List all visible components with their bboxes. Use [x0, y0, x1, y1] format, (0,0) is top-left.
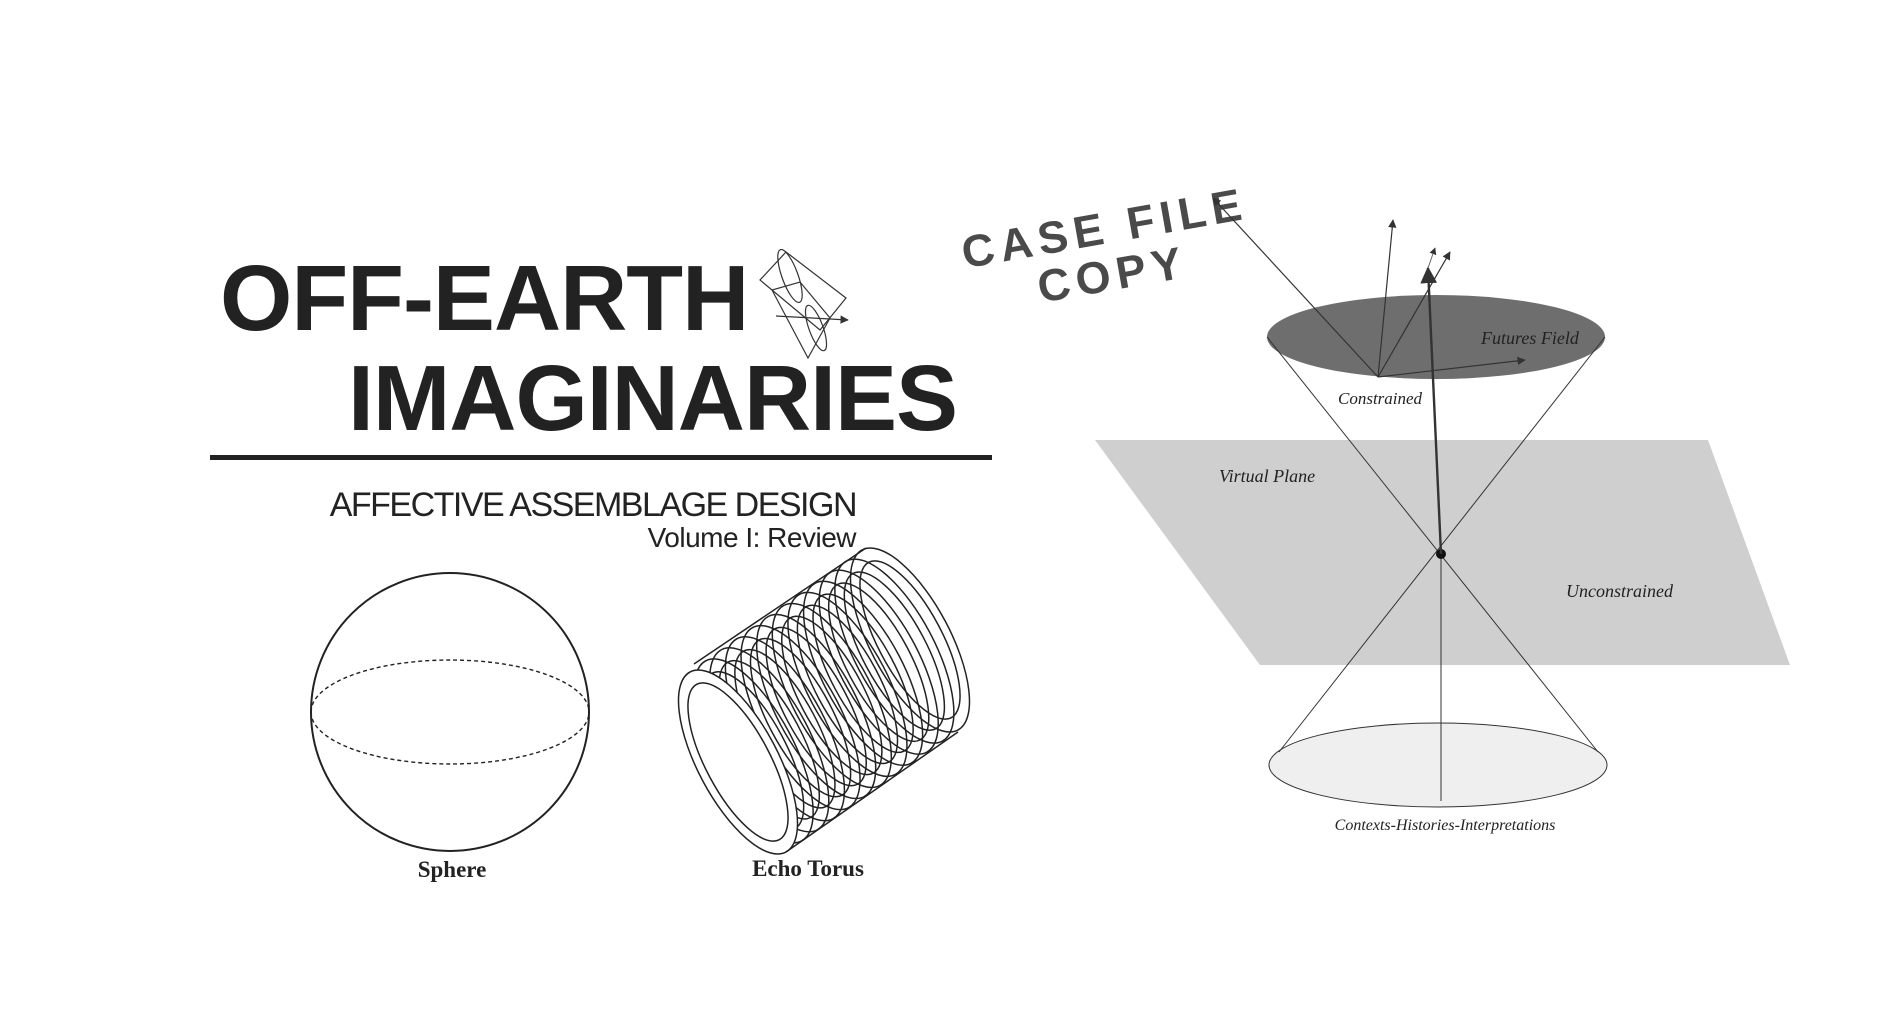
subtitle: AFFECTIVE ASSEMBLAGE DESIGN [329, 486, 858, 524]
torus-ring [771, 602, 893, 789]
sphere-figure [310, 572, 590, 852]
torus-ring [755, 613, 877, 800]
echo-torus-figure [677, 547, 971, 855]
torus-envelope-line [785, 731, 959, 853]
title-line-1: OFF-EARTH [220, 246, 749, 350]
torus-ring [802, 580, 924, 767]
futures-field-label: Futures Field [1480, 328, 1580, 348]
title-divider [210, 455, 992, 460]
volume-label: Volume I: Review [647, 522, 857, 553]
contexts-label: Contexts-Histories-Interpretations [1335, 817, 1556, 834]
torus-envelope-line [693, 547, 867, 665]
cone-icon [759, 248, 849, 360]
contexts-ellipse [1268, 722, 1608, 808]
title-line-2: IMAGINARIES [348, 346, 958, 450]
constrained-label: Constrained [1338, 389, 1423, 408]
echo-torus-label: Echo Torus [752, 856, 864, 881]
torus-ring [687, 682, 789, 842]
sphere-label: Sphere [418, 857, 487, 882]
unconstrained-label: Unconstrained [1566, 581, 1674, 601]
light-cone-diagram [1095, 197, 1790, 808]
virtual-plane-label: Virtual Plane [1219, 466, 1315, 486]
torus-ring [787, 591, 908, 778]
